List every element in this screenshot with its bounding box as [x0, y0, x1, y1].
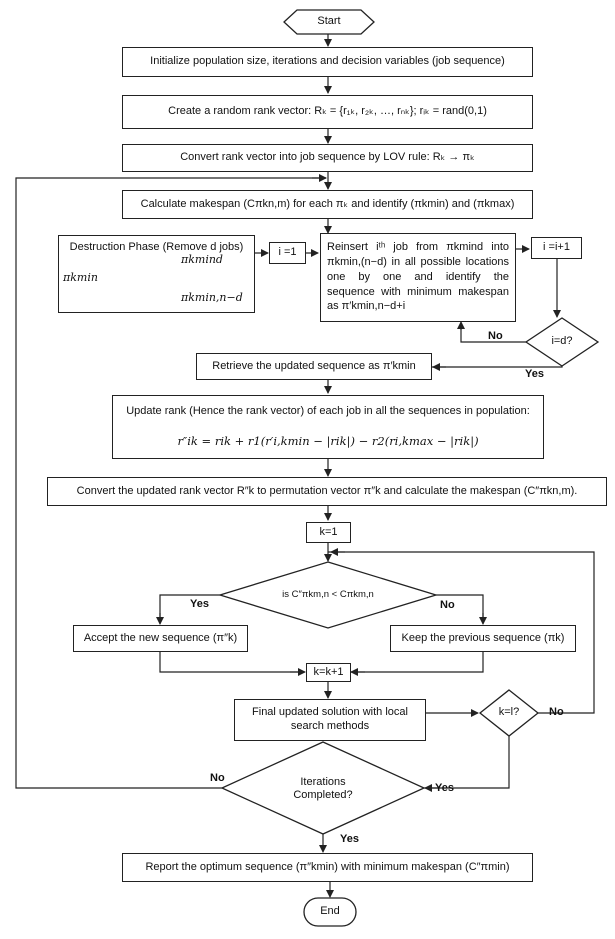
end-label: End	[320, 905, 340, 918]
keep-previous-text: Keep the previous sequence (πk)	[401, 631, 565, 644]
update-rank-box: Update rank (Hence the rank vector) of e…	[112, 395, 544, 459]
destruction-pi-kmind: πkmind	[181, 253, 223, 267]
initialize-text: Initialize population size, iterations a…	[150, 55, 505, 68]
reinsert-box: Reinsert iᵗʰ job from πkmind into πkmin,…	[320, 233, 516, 322]
k-init-text: k=1	[319, 525, 338, 538]
random-rank-vector-box: Create a random rank vector: Rₖ = {r₁ₖ, …	[122, 95, 533, 129]
calculate-makespan-box: Calculate makespan (Cπkn,m) for each πₖ …	[122, 190, 533, 219]
retrieve-box: Retrieve the updated sequence as π′kmin	[196, 353, 432, 380]
destruction-pi-kmin-nd: πkmin,n−d	[181, 291, 243, 305]
i-init-text: i =1	[278, 246, 297, 259]
makespan-compare-decision	[217, 561, 439, 629]
compare-yes-label: Yes	[190, 598, 209, 610]
iterations-yes-label: Yes	[340, 833, 359, 845]
final-local-search-text: Final updated solution with local search…	[252, 706, 408, 732]
i-increment-box: i =i+1	[531, 237, 582, 259]
iterations-no-label: No	[210, 772, 225, 784]
k-decision-no-label: No	[549, 706, 564, 718]
k-equals-l-label: k=l?	[498, 706, 520, 719]
convert-updated-box: Convert the updated rank vector R″k to p…	[47, 477, 607, 506]
k-increment-text: k=k+1	[313, 665, 344, 678]
i-increment-text: i =i+1	[543, 241, 570, 254]
destruction-phase-title: Destruction Phase (Remove d jobs)	[69, 241, 244, 253]
iterations-completed-label: Iterations Completed?	[263, 774, 383, 804]
convert-updated-text: Convert the updated rank vector R″k to p…	[76, 484, 578, 497]
i-equals-d-label: i=d?	[551, 335, 573, 348]
keep-previous-box: Keep the previous sequence (πk)	[390, 625, 576, 652]
k-init-box: k=1	[306, 522, 351, 543]
lov-conversion-text: Convert rank vector into job sequence by…	[180, 151, 475, 164]
i-decision-yes-label: Yes	[525, 368, 544, 380]
initialize-box: Initialize population size, iterations a…	[122, 47, 533, 77]
k-decision-yes-label: Yes	[435, 782, 454, 794]
update-rank-title: Update rank (Hence the rank vector) of e…	[126, 405, 530, 418]
reinsert-text: Reinsert iᵗʰ job from πkmind into πkmin,…	[327, 241, 509, 313]
report-text: Report the optimum sequence (π″kmin) wit…	[145, 860, 510, 873]
compare-no-label: No	[440, 599, 455, 611]
accept-new-box: Accept the new sequence (π″k)	[73, 625, 248, 652]
iterations-line1: Iterations	[300, 775, 346, 788]
start-terminator	[283, 9, 375, 35]
end-terminator	[303, 897, 357, 927]
update-rank-formula: r″ik = rik + r1(r′i,kmin − |rik|) − r2(r…	[177, 434, 479, 449]
destruction-phase-box: Destruction Phase (Remove d jobs)	[58, 235, 255, 313]
retrieve-text: Retrieve the updated sequence as π′kmin	[212, 359, 416, 372]
start-label: Start	[317, 15, 341, 28]
i-init-box: i =1	[269, 242, 306, 264]
destruction-pi-kmin: πkmin	[63, 271, 98, 285]
calculate-makespan-text: Calculate makespan (Cπkn,m) for each πₖ …	[140, 197, 515, 210]
final-local-search-box: Final updated solution with local search…	[234, 699, 426, 741]
k-increment-box: k=k+1	[306, 663, 351, 682]
lov-conversion-box: Convert rank vector into job sequence by…	[122, 144, 533, 172]
random-rank-vector-text: Create a random rank vector: Rₖ = {r₁ₖ, …	[168, 105, 487, 118]
i-decision-no-label: No	[488, 330, 503, 342]
makespan-compare-label: is C″πkm,n < Cπkm,n	[282, 589, 374, 601]
report-box: Report the optimum sequence (π″kmin) wit…	[122, 853, 533, 882]
accept-new-text: Accept the new sequence (π″k)	[83, 631, 238, 644]
iterations-line2: Completed?	[293, 789, 353, 801]
